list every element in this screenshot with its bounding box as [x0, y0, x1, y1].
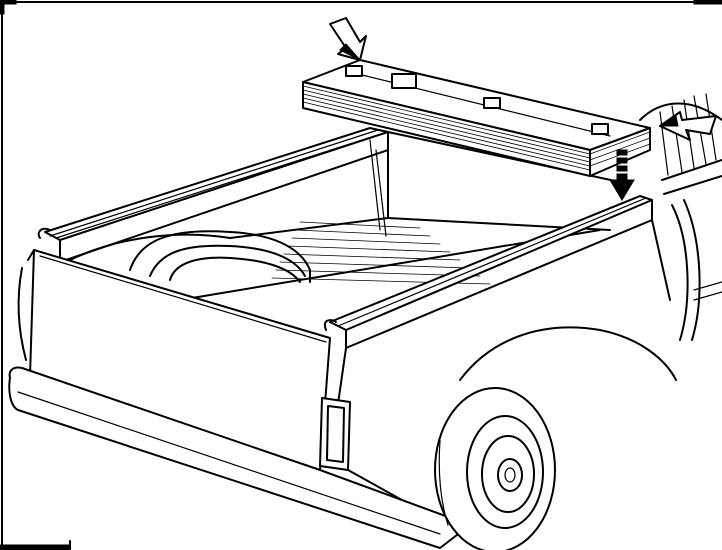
cover-handle [391, 73, 417, 89]
bed-left-rail [37, 127, 389, 263]
tonneau-cover-panel-icon [302, 59, 651, 177]
wheel-well [129, 230, 311, 283]
down-right-arrow-icon [329, 17, 367, 61]
cover-latch-right [591, 123, 609, 135]
cover-latch-middle [483, 97, 501, 109]
tail-light-icon [319, 397, 351, 471]
left-arrow-icon [658, 111, 717, 141]
cover-latch-left [345, 65, 363, 77]
down-arrow-icon [609, 149, 635, 201]
truck-cab [639, 93, 722, 341]
bed-right-rail [324, 195, 653, 349]
wheel-icon [434, 387, 556, 550]
